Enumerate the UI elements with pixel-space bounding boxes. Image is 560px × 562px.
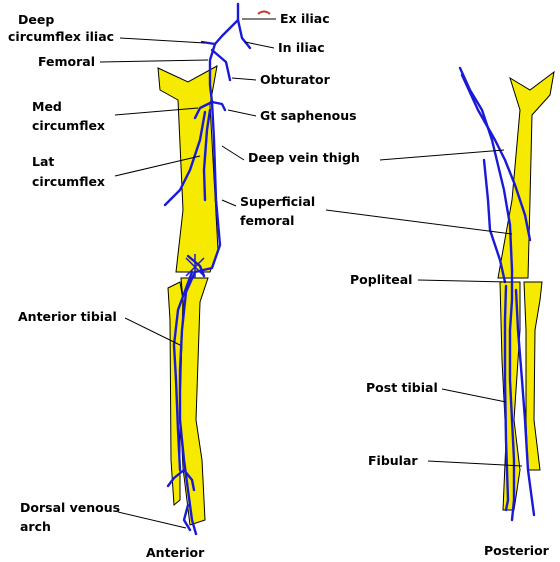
captions: Anterior Posterior <box>146 543 550 560</box>
label-ex-iliac: Ex iliac <box>280 11 330 26</box>
caption-anterior: Anterior <box>146 545 205 560</box>
label-femoral: Femoral <box>38 54 95 69</box>
leader-femoral <box>100 60 208 62</box>
labels: Ex iliac In iliac Deep circumflex iliac … <box>8 11 438 534</box>
label-post-tibial: Post tibial <box>366 380 438 395</box>
label-deep-circ-2: circumflex iliac <box>8 29 114 44</box>
label-in-iliac: In iliac <box>278 40 325 55</box>
label-popliteal: Popliteal <box>350 272 412 287</box>
vein-gt-saphenous <box>212 102 225 110</box>
label-gt-saphenous: Gt saphenous <box>260 108 357 123</box>
label-deep-circ-1: Deep <box>18 12 54 27</box>
label-med-circ-2: circumflex <box>32 118 105 133</box>
label-dorsal-1: Dorsal venous <box>20 500 120 515</box>
vein-internal-iliac <box>238 20 250 48</box>
leader-sup-fem-ant <box>222 200 236 206</box>
label-obturator: Obturator <box>260 72 331 87</box>
caption-posterior: Posterior <box>484 543 550 558</box>
leader-popliteal <box>418 280 508 282</box>
anterior-femur <box>158 66 218 272</box>
label-med-circ-1: Med <box>32 99 62 114</box>
leader-deep-vein-thigh <box>222 146 244 160</box>
posterior-femur <box>498 72 554 278</box>
leader-dorsal <box>118 512 186 528</box>
leader-post-tibial <box>442 389 506 402</box>
leader-sup-fem-post <box>326 210 512 234</box>
vein-external-iliac <box>215 4 238 44</box>
label-lat-circ-1: Lat <box>32 154 54 169</box>
leader-lines <box>100 19 522 528</box>
label-lat-circ-2: circumflex <box>32 174 105 189</box>
anterior-bones <box>158 66 218 525</box>
leader-deep-circ <box>120 38 205 43</box>
leader-obturator <box>232 78 256 80</box>
label-sup-fem-2: femoral <box>240 213 294 228</box>
leader-deep-vein-thigh-post <box>380 150 504 160</box>
label-anterior-tibial: Anterior tibial <box>18 309 117 324</box>
label-fibular: Fibular <box>368 453 418 468</box>
label-sup-fem-1: Superficial <box>240 194 315 209</box>
leader-gt-saphenous <box>228 110 256 116</box>
red-mark-icon <box>258 12 270 15</box>
label-deep-vein-thigh: Deep vein thigh <box>248 150 360 165</box>
label-dorsal-2: arch <box>20 519 51 534</box>
